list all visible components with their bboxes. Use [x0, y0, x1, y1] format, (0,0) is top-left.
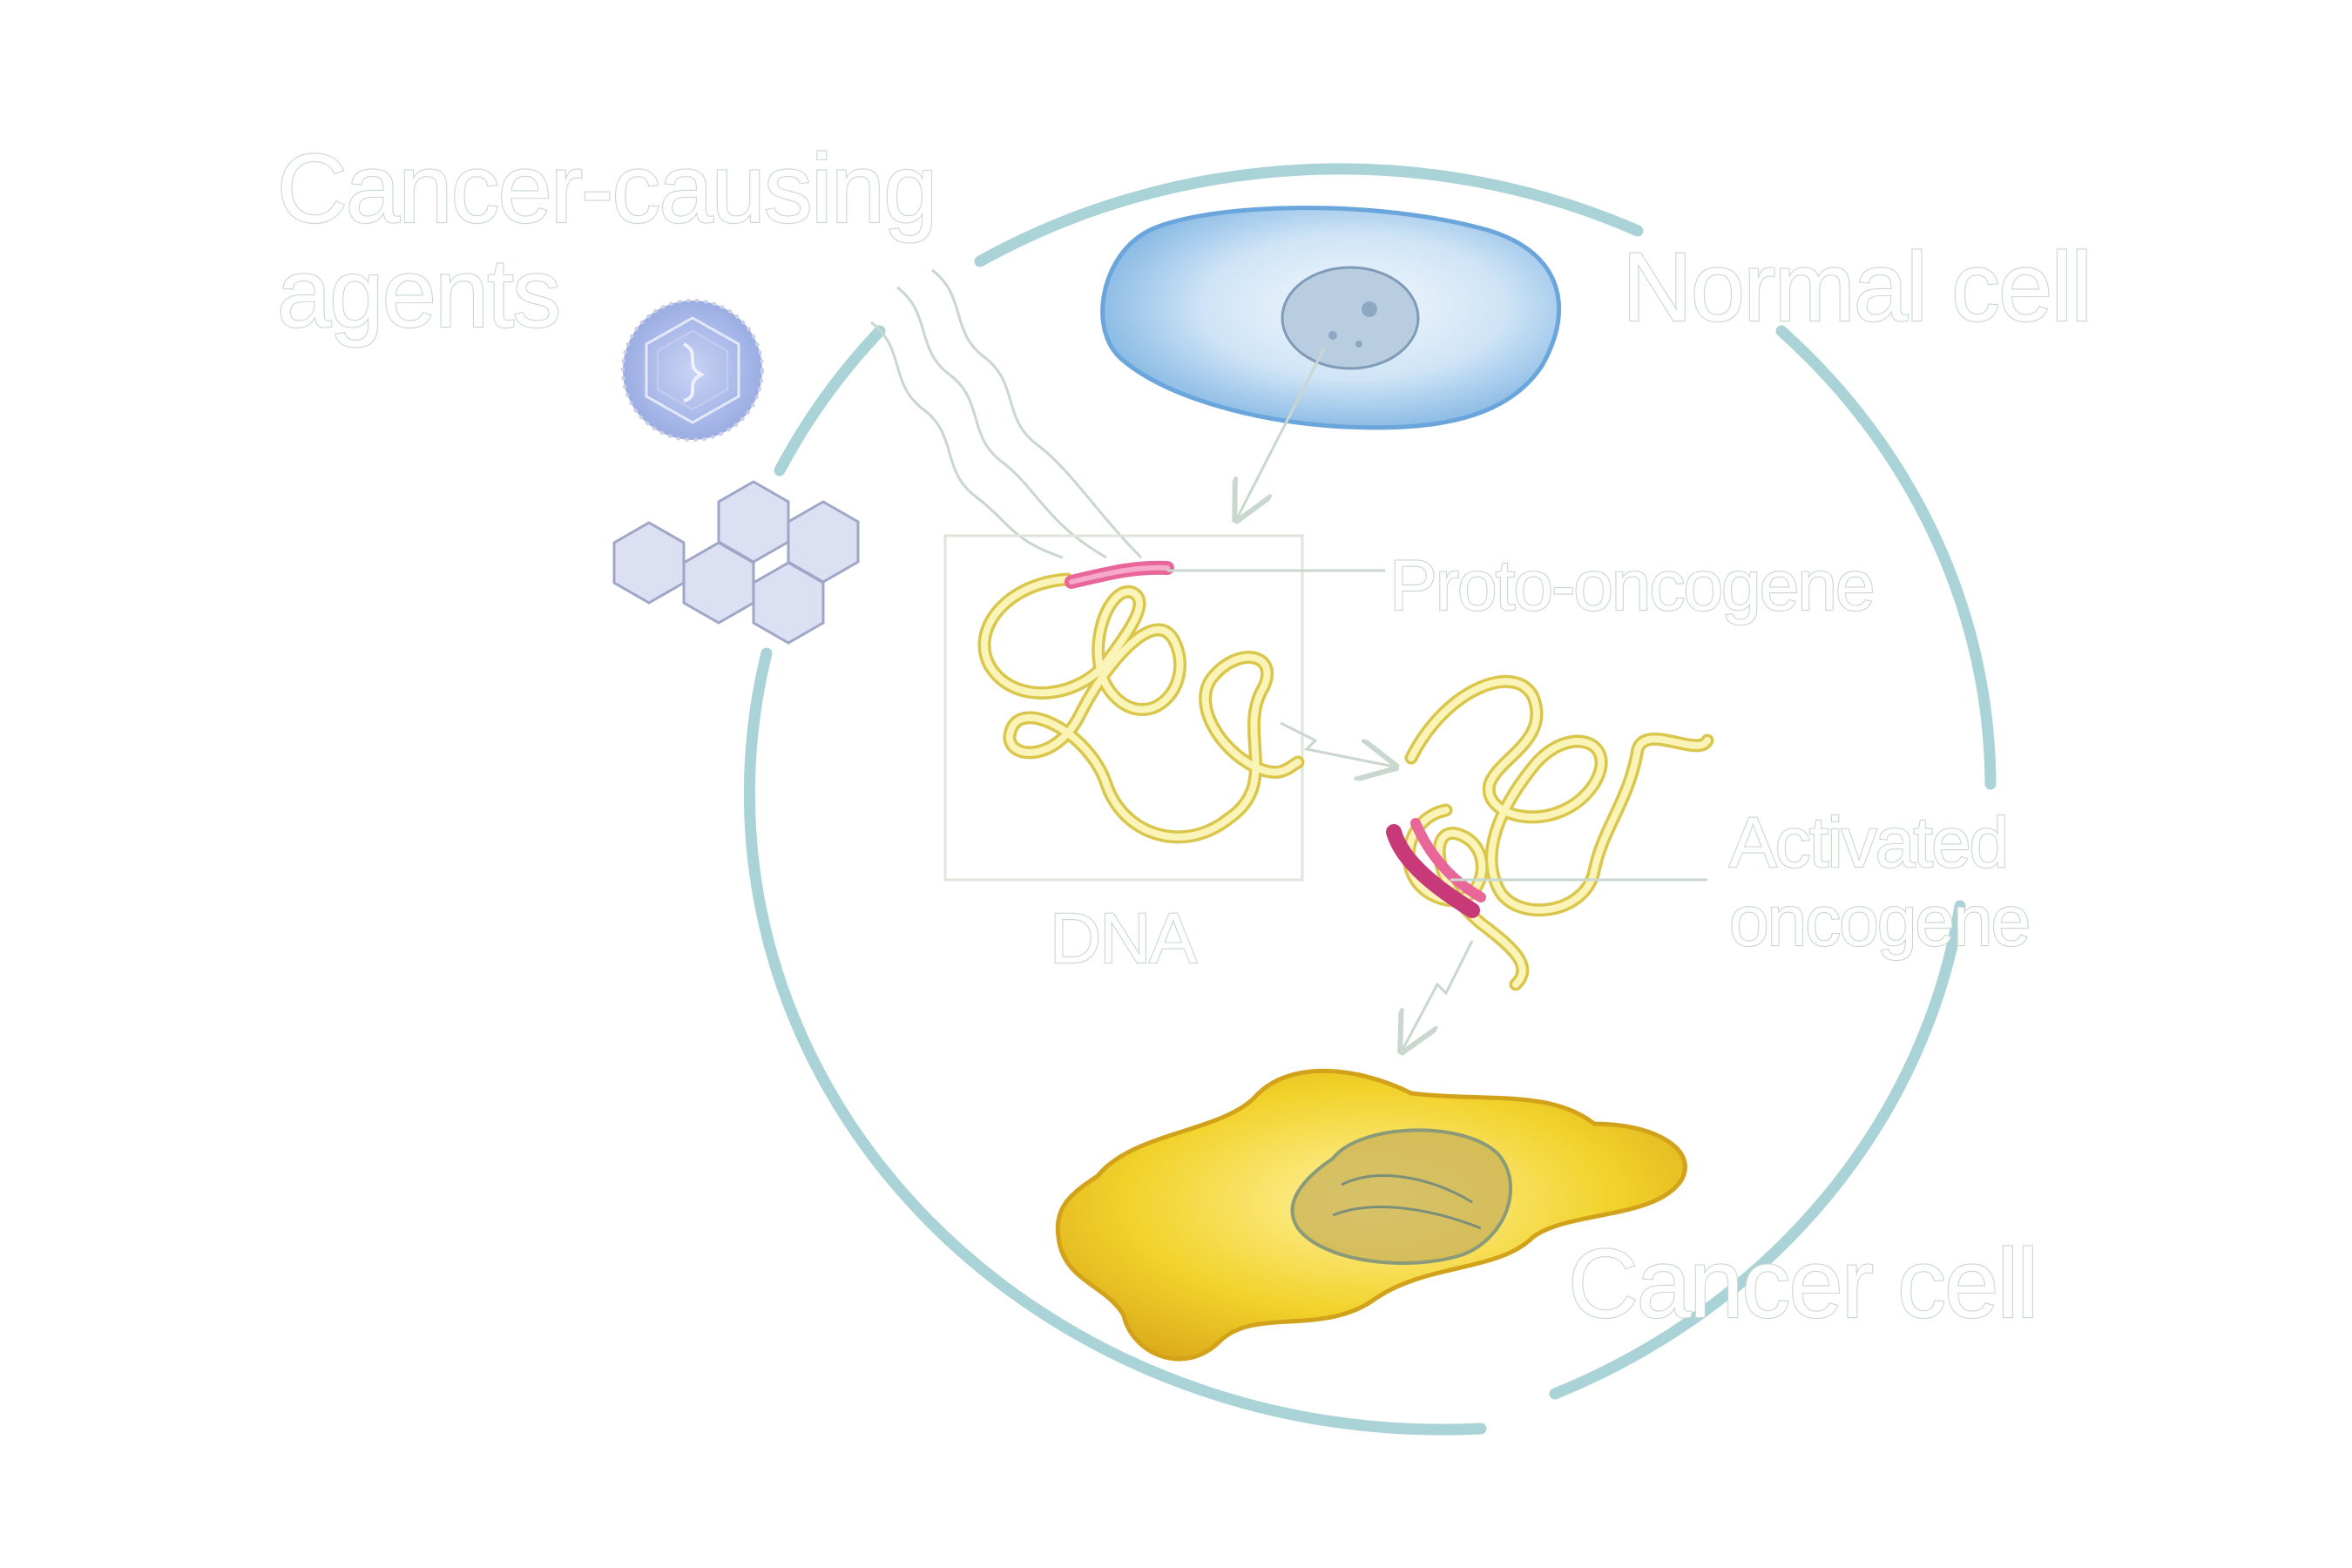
label-cancer-cell: Cancer cell [1568, 1229, 2037, 1338]
arrow-normal-to-dna [1237, 348, 1326, 518]
label-normal-cell: Normal cell [1622, 233, 2091, 341]
radiation-wave-icon [870, 268, 1143, 559]
label-activated-line2: oncogene [1729, 882, 2029, 961]
arrow-proto-to-activated [1280, 721, 1394, 767]
dna-box [943, 534, 1304, 882]
label-agents-line1: Cancer-causing [277, 134, 936, 243]
polycyclic-hydrocarbon-icon [612, 480, 860, 645]
label-dna: DNA [1050, 899, 1197, 978]
cancer-cell [1055, 1068, 1687, 1362]
label-proto-oncogene: Proto-oncogene [1389, 546, 1874, 625]
normal-nucleus [1281, 266, 1420, 370]
dna-strand-activated [1386, 675, 1714, 991]
cancer-nucleus [1290, 1128, 1513, 1265]
label-agents-line2: agents [277, 239, 559, 348]
normal-cell [1100, 206, 1562, 430]
dna-strand-proto [977, 560, 1305, 844]
label-activated-line1: Activated [1729, 803, 2007, 882]
cycle-ring [743, 163, 1997, 1436]
virus-particle-icon [621, 299, 764, 442]
arrow-activated-to-cancer [1402, 940, 1474, 1050]
activated-oncogene-segment [1386, 824, 1480, 918]
